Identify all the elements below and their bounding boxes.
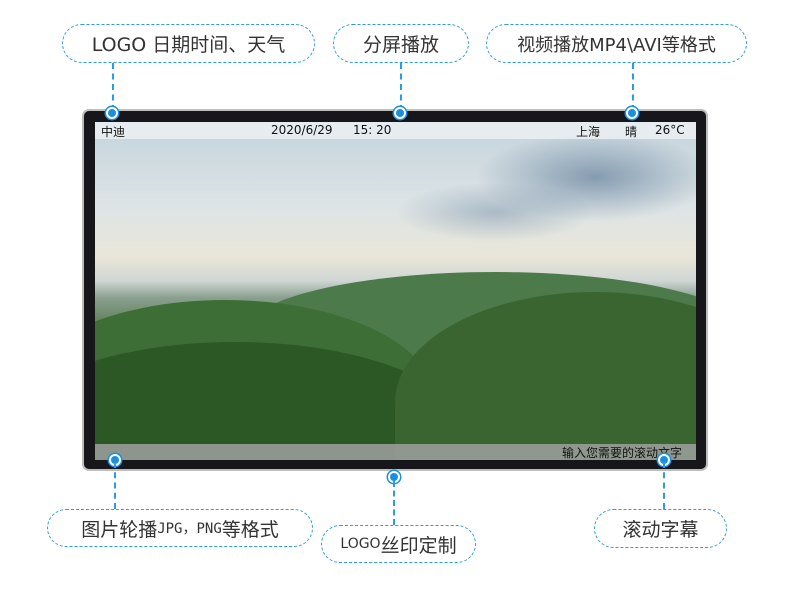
ticker-text: 输入您需要的滚动文字 bbox=[561, 446, 682, 460]
display-screen: 中迪 2020/6/29 15: 20 上海 晴 26°C 输入您需要的滚动文字 bbox=[95, 122, 696, 460]
screen-logo: 中迪 bbox=[101, 125, 126, 139]
connector-line bbox=[663, 462, 665, 509]
label-split-screen: 分屏播放 bbox=[333, 24, 469, 63]
label-text: JPG，PNG bbox=[157, 521, 222, 537]
label-text: 视频播放MP4\AVI等格式 bbox=[517, 34, 716, 56]
cloud bbox=[475, 132, 696, 222]
label-text: 图片轮播 bbox=[81, 518, 158, 541]
label-scrolling-text: 滚动字幕 bbox=[594, 509, 727, 548]
label-text: 滚动字幕 bbox=[622, 519, 699, 541]
label-video-formats: 视频播放MP4\AVI等格式 bbox=[486, 24, 747, 63]
marker-dot bbox=[106, 107, 118, 119]
date: 2020/6/29 bbox=[271, 123, 333, 137]
connector-line bbox=[400, 63, 402, 111]
marker-dot bbox=[394, 107, 406, 119]
connector-line bbox=[114, 462, 116, 509]
weather: 晴 bbox=[625, 125, 638, 139]
label-logo-datetime-weather: LOGO 日期时间、天气 bbox=[62, 24, 315, 63]
temperature: 26°C bbox=[655, 123, 685, 137]
label-text: 等格式 bbox=[221, 518, 279, 541]
connector-line bbox=[393, 481, 395, 525]
label-text: 分屏播放 bbox=[362, 34, 439, 56]
city: 上海 bbox=[576, 125, 601, 139]
time: 15: 20 bbox=[353, 123, 392, 137]
cloud bbox=[395, 182, 595, 242]
status-bar: 中迪 2020/6/29 15: 20 上海 晴 26°C bbox=[95, 122, 696, 139]
connector-line bbox=[632, 63, 634, 111]
label-text: LOGO bbox=[340, 536, 381, 552]
label-text: 丝印定制 bbox=[380, 534, 457, 557]
label-text: LOGO 日期时间、天气 bbox=[91, 34, 286, 56]
connector-line bbox=[112, 63, 114, 111]
ticker-bar: 输入您需要的滚动文字 bbox=[95, 444, 696, 460]
marker-dot bbox=[626, 107, 638, 119]
